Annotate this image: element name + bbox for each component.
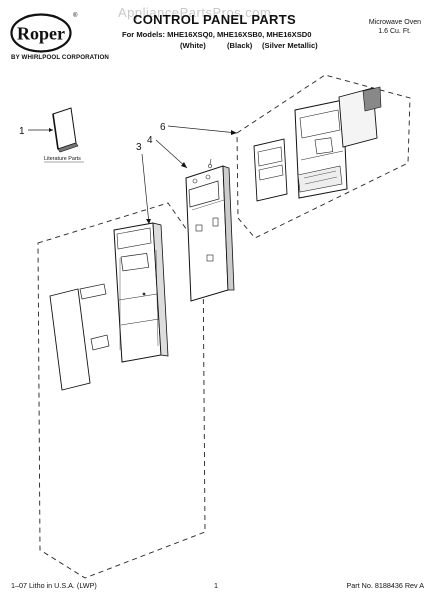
keypad-overlay — [49, 283, 110, 391]
watermark: AppliancePartsPros.com — [118, 5, 272, 20]
brand-tagline: BY WHIRLPOOL CORPORATION — [11, 54, 109, 61]
control-box-assembly — [294, 99, 348, 199]
arrow-3 — [146, 219, 151, 224]
variant-silver: (Silver Metallic) — [262, 41, 318, 50]
product-size: 1.6 Cu. Ft. — [378, 28, 411, 35]
brand-name: Roper — [17, 24, 65, 44]
models-line: For Models: MHE16XSQ0, MHE16XSB0, MHE16X… — [122, 30, 312, 39]
product-type: Microwave Oven — [368, 19, 421, 26]
literature-parts-label: Literature Parts — [44, 156, 81, 162]
callout-3: 3 — [136, 142, 142, 153]
callout-4: 4 — [147, 135, 153, 146]
literature-parts — [52, 107, 79, 153]
group-boundary-3 — [37, 202, 206, 579]
leader-6 — [167, 125, 238, 134]
print-info: 1–07 Litho in U.S.A. (LWP) — [11, 581, 97, 590]
callout-1: 1 — [19, 126, 25, 137]
roper-logo: Roper — [10, 13, 72, 53]
variant-white: (White) — [180, 41, 206, 50]
arrow-6 — [231, 130, 237, 135]
page-title: CONTROL PANEL PARTS — [133, 12, 296, 27]
arrow-1 — [49, 128, 53, 132]
model-variants: (White) (Black) (Silver Metallic) — [180, 41, 350, 51]
leader-4 — [155, 139, 188, 169]
part-number: Part No. 8188436 Rev A — [346, 581, 424, 590]
control-panel-frame — [185, 158, 235, 302]
callout-6: 6 — [160, 122, 166, 133]
leader-3 — [141, 153, 150, 225]
control-panel-assembly — [113, 222, 169, 363]
page-number: 1 — [214, 581, 218, 590]
arrow-4 — [181, 162, 187, 168]
circuit-board — [338, 86, 382, 148]
display-window — [253, 138, 288, 202]
variant-black: (Black) — [227, 41, 253, 50]
trademark-symbol: ® — [73, 13, 78, 19]
